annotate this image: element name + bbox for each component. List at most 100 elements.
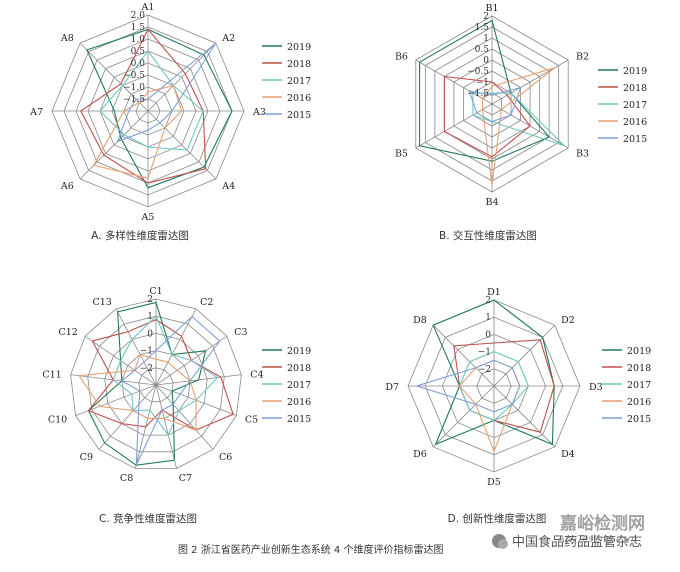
tick-label: 2	[483, 12, 489, 22]
axis-label-C13: C13	[92, 297, 111, 308]
caption-a: A. 多样性维度雷达图	[91, 229, 189, 242]
axis-label-A4: A4	[221, 181, 235, 192]
legend-label-2016: 2016	[287, 93, 311, 104]
series-line-2018	[80, 28, 207, 184]
tick-label: −0.5	[123, 71, 145, 81]
legend-label-2019: 2019	[627, 346, 651, 357]
series-line-2017	[112, 315, 219, 437]
axis-spoke	[79, 42, 149, 112]
tick-label: 1	[485, 313, 491, 323]
tick-label: −2	[478, 365, 491, 375]
axis-label-B5: B5	[395, 149, 408, 160]
series-line-2016	[92, 84, 183, 179]
axis-label-A1: A1	[141, 2, 155, 13]
axis-label-C2: C2	[200, 297, 213, 308]
series-line-2015	[116, 42, 217, 143]
legend-label-2019: 2019	[623, 66, 647, 77]
axis-spoke	[79, 110, 149, 180]
axis-spoke	[432, 324, 495, 387]
legend-label-2016: 2016	[627, 397, 651, 408]
figure-caption: 图 2 浙江省医药产业创新生态系统 4 个维度评价指标雷达图	[178, 543, 443, 556]
axis-label-D6: D6	[413, 449, 427, 460]
tick-label: −0.5	[467, 67, 489, 77]
legend-label-2017: 2017	[287, 380, 311, 391]
tick-label: 1.5	[475, 23, 490, 33]
axis-label-C6: C6	[219, 452, 232, 463]
legend-label-2015: 2015	[627, 414, 651, 425]
tick-label: 2.0	[131, 11, 146, 21]
caption-d: D. 创新性维度雷达图	[448, 512, 547, 525]
series-line-2016	[481, 67, 556, 186]
tick-label: 1	[147, 312, 153, 322]
caption-b: B. 交互性维度雷达图	[439, 229, 537, 242]
watermark-account: 中国食品药品监管杂志	[512, 534, 642, 550]
tick-label: 0.5	[475, 45, 490, 55]
tick-label: 1	[483, 34, 489, 44]
radar-chart-d: 210−1−2D1D2D3D4D5D6D7D820192018201720162…	[385, 287, 651, 488]
axis-spoke	[493, 324, 556, 387]
tick-label: −1.5	[467, 89, 489, 99]
axis-label-C11: C11	[42, 370, 61, 381]
axis-spoke	[155, 384, 177, 469]
grid-ring	[104, 332, 208, 436]
axis-label-A8: A8	[60, 33, 74, 44]
axis-label-D1: D1	[487, 287, 501, 298]
watermark-site: 嘉峪检测网	[559, 513, 645, 534]
tick-label: 0.0	[131, 59, 146, 69]
axis-label-A7: A7	[29, 107, 43, 118]
axis-label-B1: B1	[485, 3, 498, 14]
axis-spoke	[98, 384, 157, 450]
tick-label: −2	[140, 364, 153, 374]
axis-label-C3: C3	[234, 327, 247, 338]
tick-label: −1	[476, 78, 489, 88]
watermark-account-group: 中国食品药品监管杂志	[492, 534, 642, 550]
radar-chart-a: 2.01.51.00.50.0−0.5−1.0−1.5A1A2A3A4A5A6A…	[29, 2, 311, 223]
tick-label: 2	[147, 295, 153, 305]
axis-label-C8: C8	[120, 473, 133, 484]
tick-label: −1	[478, 348, 491, 358]
tick-label: 0	[147, 329, 153, 339]
grid-ring	[138, 367, 174, 403]
tick-label: 0	[485, 330, 491, 340]
series-line-2018	[443, 75, 531, 158]
legend-label-2017: 2017	[623, 100, 647, 111]
axis-spoke	[147, 110, 217, 180]
axis-label-B2: B2	[576, 52, 589, 63]
axis-label-B3: B3	[576, 149, 589, 160]
axis-spoke	[432, 385, 495, 448]
tick-label: −1	[140, 347, 153, 357]
axis-label-A2: A2	[221, 33, 235, 44]
tick-label: 1.0	[131, 35, 146, 45]
axis-label-D2: D2	[561, 315, 575, 326]
axis-label-D7: D7	[385, 382, 399, 393]
legend-label-2019: 2019	[287, 42, 311, 53]
legend-label-2017: 2017	[287, 76, 311, 87]
legend-label-2018: 2018	[623, 83, 647, 94]
series-line-2019	[87, 301, 207, 466]
axis-label-C5: C5	[245, 415, 258, 426]
axis-spoke	[147, 42, 217, 112]
axis-spoke	[415, 103, 493, 149]
legend-label-2018: 2018	[287, 363, 311, 374]
legend-label-2018: 2018	[627, 363, 651, 374]
tick-label: −1.5	[123, 95, 145, 105]
axis-spoke	[415, 59, 493, 105]
series-line-2015	[468, 86, 522, 123]
axis-spoke	[75, 384, 157, 416]
caption-c: C. 竞争性维度雷达图	[99, 512, 197, 525]
watermark-site-en: AnyTesting.com	[557, 534, 638, 545]
axis-spoke	[491, 59, 569, 105]
axis-label-A3: A3	[252, 107, 266, 118]
axis-label-D5: D5	[487, 477, 501, 488]
axis-label-A5: A5	[141, 212, 155, 223]
series-line-2019	[86, 28, 233, 189]
axis-label-B6: B6	[395, 52, 408, 63]
radar-chart-c: 210−1−2C1C2C3C4C5C6C7C8C9C10C11C12C13201…	[42, 286, 311, 484]
axis-spoke	[115, 308, 157, 386]
legend-label-2017: 2017	[627, 380, 651, 391]
tick-label: 0	[483, 56, 489, 66]
axis-label-B4: B4	[485, 197, 498, 208]
watermark: 嘉峪检测网 AnyTesting.com	[557, 513, 645, 545]
